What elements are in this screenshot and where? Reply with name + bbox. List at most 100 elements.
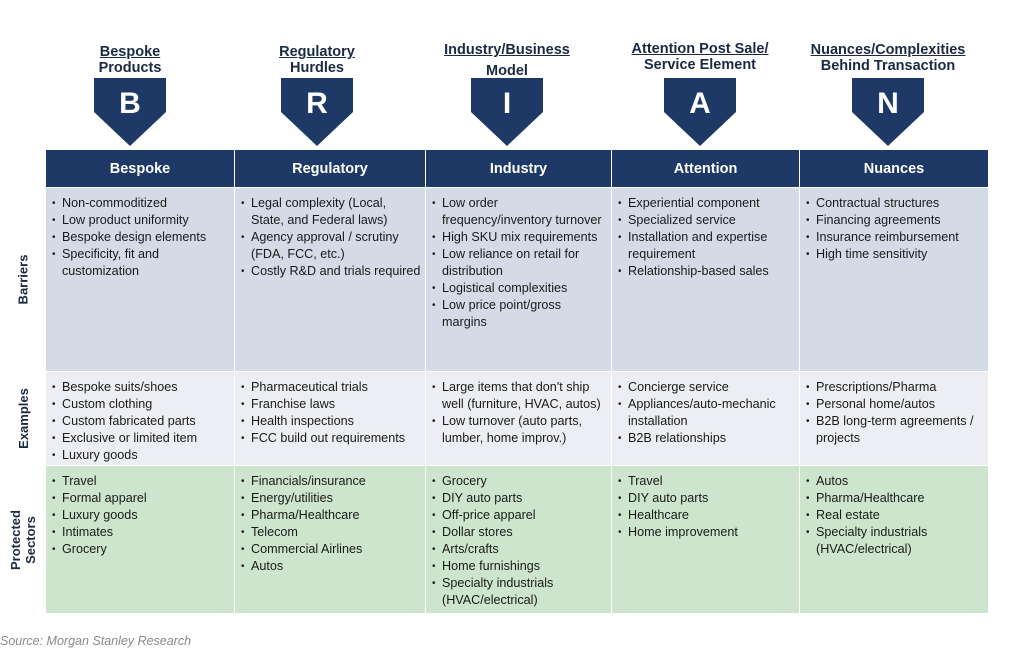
barriers-cell-regulatory: Legal complexity (Local, State, and Fede… bbox=[235, 188, 426, 371]
pentagon-badge: I bbox=[471, 78, 543, 146]
column-title-line2: Products bbox=[98, 60, 162, 76]
column-title-line1: Bespoke bbox=[99, 44, 161, 60]
bullet-list: Concierge serviceAppliances/auto-mechani… bbox=[618, 379, 795, 447]
list-item: Telecom bbox=[241, 524, 421, 541]
list-item: Arts/crafts bbox=[432, 541, 607, 558]
pentagon-letter: R bbox=[306, 87, 328, 120]
sectors-cell-attention: TravelDIY auto partsHealthcareHome impro… bbox=[612, 466, 800, 613]
list-item: High SKU mix requirements bbox=[432, 229, 607, 246]
pentagon-badge: R bbox=[281, 78, 353, 146]
pentagon-badge: N bbox=[852, 78, 924, 146]
barriers-cell-attention: Experiential componentSpecialized servic… bbox=[612, 188, 800, 371]
list-item: Custom clothing bbox=[52, 396, 230, 413]
list-item: Travel bbox=[618, 473, 795, 490]
list-item: Health inspections bbox=[241, 413, 421, 430]
header-cell-bespoke: Bespoke bbox=[46, 150, 235, 187]
column-title-line2: Hurdles bbox=[290, 60, 344, 76]
column-title-line2: Service Element bbox=[643, 57, 757, 73]
barriers-cell-nuances: Contractual structuresFinancing agreemen… bbox=[800, 188, 988, 371]
list-item: Specialized service bbox=[618, 212, 795, 229]
list-item: Pharma/Healthcare bbox=[806, 490, 984, 507]
sectors-cell-nuances: AutosPharma/HealthcareReal estateSpecial… bbox=[800, 466, 988, 613]
list-item: Bespoke design elements bbox=[52, 229, 230, 246]
row-label-barriers: Barriers bbox=[0, 188, 46, 371]
list-item: Autos bbox=[241, 558, 421, 575]
barriers-cell-bespoke: Non-commoditizedLow product uniformityBe… bbox=[46, 188, 235, 371]
list-item: Installation and expertise requirement bbox=[618, 229, 795, 263]
list-item: Grocery bbox=[432, 473, 607, 490]
column-title-line1: Nuances/Complexities bbox=[810, 42, 966, 58]
list-item: Low price point/gross margins bbox=[432, 297, 607, 331]
list-item: DIY auto parts bbox=[618, 490, 795, 507]
list-item: Pharma/Healthcare bbox=[241, 507, 421, 524]
list-item: FCC build out requirements bbox=[241, 430, 421, 447]
list-item: Custom fabricated parts bbox=[52, 413, 230, 430]
bullet-list: Large items that don't ship well (furnit… bbox=[432, 379, 607, 447]
list-item: Personal home/autos bbox=[806, 396, 984, 413]
bullet-list: Non-commoditizedLow product uniformityBe… bbox=[52, 195, 230, 280]
bullet-list: Pharmaceutical trialsFranchise lawsHealt… bbox=[241, 379, 421, 447]
list-item: Legal complexity (Local, State, and Fede… bbox=[241, 195, 421, 229]
list-item: Low turnover (auto parts, lumber, home i… bbox=[432, 413, 607, 447]
list-item: B2B relationships bbox=[618, 430, 795, 447]
list-item: Financials/insurance bbox=[241, 473, 421, 490]
column-title: Regulatory Hurdles bbox=[223, 44, 411, 76]
list-item: Exclusive or limited item bbox=[52, 430, 230, 447]
list-item: Commercial Airlines bbox=[241, 541, 421, 558]
list-item: Pharmaceutical trials bbox=[241, 379, 421, 396]
sectors-cell-regulatory: Financials/insuranceEnergy/utilitiesPhar… bbox=[235, 466, 426, 613]
bullet-list: Experiential componentSpecialized servic… bbox=[618, 195, 795, 280]
column-title-line2: Behind Transaction bbox=[820, 58, 956, 74]
column-title-line2: Model bbox=[486, 63, 528, 79]
list-item: Non-commoditized bbox=[52, 195, 230, 212]
bullet-list: AutosPharma/HealthcareReal estateSpecial… bbox=[806, 473, 984, 558]
list-item: Dollar stores bbox=[432, 524, 607, 541]
list-item: Financing agreements bbox=[806, 212, 984, 229]
list-item: Low order frequency/inventory turnover bbox=[432, 195, 607, 229]
row-label-line1: Protected bbox=[8, 509, 23, 570]
examples-row: Bespoke suits/shoesCustom clothingCustom… bbox=[46, 372, 988, 465]
list-item: Luxury goods bbox=[52, 447, 230, 464]
list-item: Off-price apparel bbox=[432, 507, 607, 524]
list-item: Large items that don't ship well (furnit… bbox=[432, 379, 607, 413]
header-cell-regulatory: Regulatory bbox=[235, 150, 426, 187]
row-label-line2: Sectors bbox=[23, 515, 38, 564]
bullet-list: Financials/insuranceEnergy/utilitiesPhar… bbox=[241, 473, 421, 575]
bullet-list: Prescriptions/PharmaPersonal home/autosB… bbox=[806, 379, 984, 447]
examples-cell-bespoke: Bespoke suits/shoesCustom clothingCustom… bbox=[46, 372, 235, 465]
list-item: Low reliance on retail for distribution bbox=[432, 246, 607, 280]
list-item: Specialty industrials (HVAC/electrical) bbox=[806, 524, 984, 558]
bullet-list: Bespoke suits/shoesCustom clothingCustom… bbox=[52, 379, 230, 464]
list-item: Autos bbox=[806, 473, 984, 490]
pentagon-badge: B bbox=[94, 78, 166, 146]
list-item: Low product uniformity bbox=[52, 212, 230, 229]
bullet-list: TravelFormal apparelLuxury goodsIntimate… bbox=[52, 473, 230, 558]
bullet-list: GroceryDIY auto partsOff-price apparelDo… bbox=[432, 473, 607, 609]
list-item: Bespoke suits/shoes bbox=[52, 379, 230, 396]
list-item: Concierge service bbox=[618, 379, 795, 396]
list-item: Energy/utilities bbox=[241, 490, 421, 507]
examples-cell-nuances: Prescriptions/PharmaPersonal home/autosB… bbox=[800, 372, 988, 465]
list-item: Costly R&D and trials required bbox=[241, 263, 421, 280]
examples-cell-industry: Large items that don't ship well (furnit… bbox=[426, 372, 612, 465]
barriers-row: Non-commoditizedLow product uniformityBe… bbox=[46, 188, 988, 371]
list-item: Agency approval / scrutiny (FDA, FCC, et… bbox=[241, 229, 421, 263]
pentagon-letter: B bbox=[119, 87, 141, 120]
list-item: High time sensitivity bbox=[806, 246, 984, 263]
list-item: Appliances/auto-mechanic installation bbox=[618, 396, 795, 430]
header-cell-industry: Industry bbox=[426, 150, 612, 187]
sectors-cell-industry: GroceryDIY auto partsOff-price apparelDo… bbox=[426, 466, 612, 613]
list-item: Relationship-based sales bbox=[618, 263, 795, 280]
examples-cell-attention: Concierge serviceAppliances/auto-mechani… bbox=[612, 372, 800, 465]
row-label-examples: Examples bbox=[0, 372, 46, 465]
pentagon-letter: A bbox=[689, 87, 711, 120]
list-item: Travel bbox=[52, 473, 230, 490]
column-title: Attention Post Sale/ Service Element bbox=[606, 41, 794, 73]
list-item: Intimates bbox=[52, 524, 230, 541]
list-item: DIY auto parts bbox=[432, 490, 607, 507]
header-cell-attention: Attention bbox=[612, 150, 800, 187]
list-item: Home improvement bbox=[618, 524, 795, 541]
list-item: Grocery bbox=[52, 541, 230, 558]
